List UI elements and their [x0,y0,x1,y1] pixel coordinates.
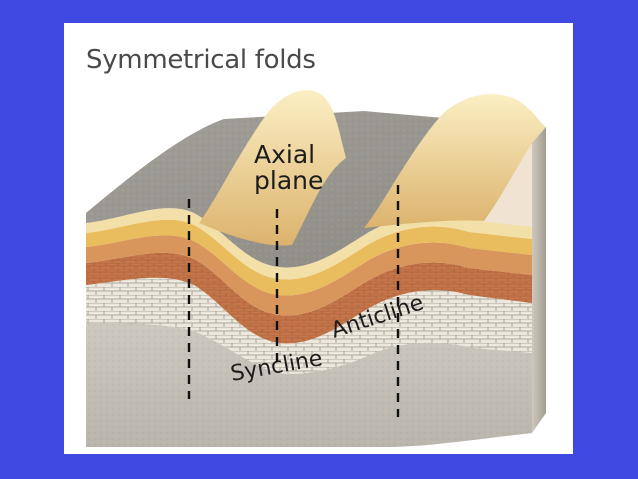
axial-plane-label-line2: plane [254,166,323,195]
sand-ridge-left [199,90,346,246]
basement-rock [86,323,532,447]
red-brick-layer [86,252,532,344]
slide: Symmetrical folds [64,23,573,454]
axial-plane-label-line1: Axial [254,140,315,169]
yellow-layer [86,219,532,296]
cream-layer [86,208,532,280]
diagram-title: Symmetrical folds [86,45,316,75]
fold-block-diagram: Axial plane Syncline Anticline [86,90,546,447]
sand-ridge-right [364,94,546,228]
limestone-layer [86,277,532,374]
orange-layer [86,235,532,316]
